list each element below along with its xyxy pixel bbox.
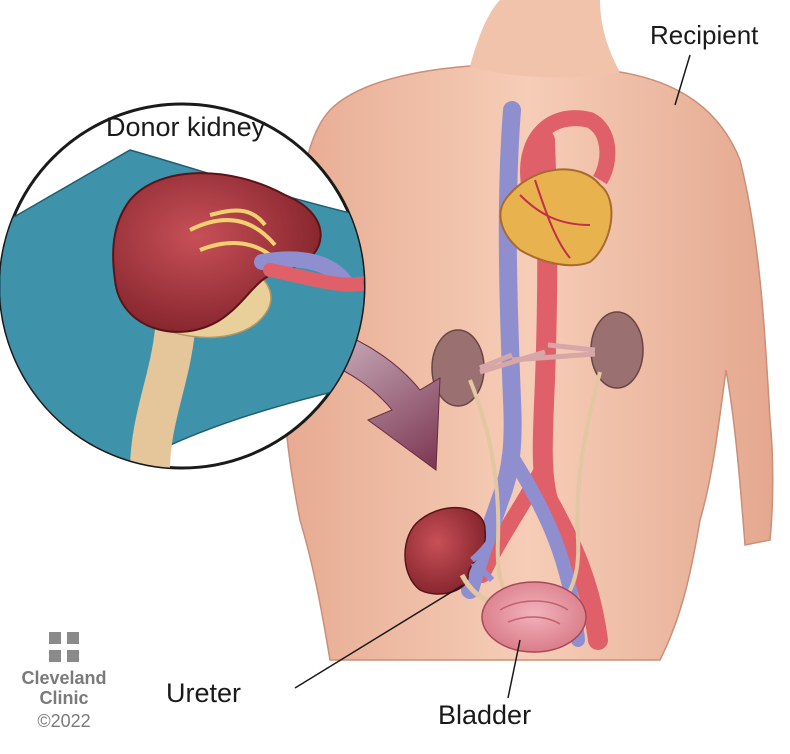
logo-line-2: Clinic	[14, 688, 114, 708]
logo-mark-icon	[49, 632, 79, 662]
copyright: ©2022	[14, 710, 114, 732]
recipient-label: Recipient	[650, 20, 758, 51]
bladder-label: Bladder	[438, 700, 531, 731]
recipient-neck	[470, 0, 620, 77]
donor-kidney-label: Donor kidney	[106, 112, 265, 143]
logo-line-1: Cleveland	[14, 668, 114, 688]
donor-ureter	[150, 330, 175, 470]
ureter-label: Ureter	[166, 678, 241, 709]
cleveland-clinic-logo: Cleveland Clinic ©2022	[14, 632, 114, 732]
